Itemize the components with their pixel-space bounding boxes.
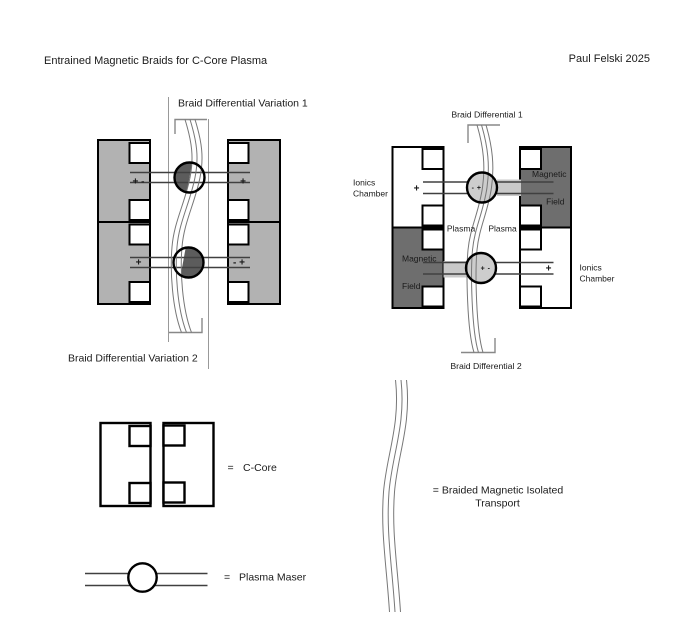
magnetic-field-label: Magnetic: [402, 254, 437, 264]
core-notch: [519, 148, 542, 170]
legend-braid-symbol: [382, 379, 409, 613]
core-notch: [128, 281, 151, 303]
magnetic-field-label: Magnetic: [532, 169, 567, 179]
braid-top-bracket: [174, 118, 207, 134]
core-notch: [421, 285, 445, 308]
magnetic-braid: [170, 119, 203, 333]
magnetic-field-label: Field: [402, 281, 421, 291]
core-notch: [519, 228, 542, 251]
ionics-chamber-left-label: Ionics: [353, 178, 375, 188]
ionics-chamber-left-label: Chamber: [353, 189, 388, 199]
ionics-chamber-right-label: Chamber: [580, 274, 615, 284]
core-notch: [227, 223, 250, 246]
c-core-blocks: [97, 139, 281, 305]
braid-top-bracket: [467, 124, 500, 143]
core-notch: [227, 142, 250, 164]
polarity-label: +: [240, 177, 246, 188]
core-notch: [162, 481, 186, 504]
polarity-label: +: [414, 184, 420, 195]
braid-bottom-bracket: [169, 318, 203, 334]
core-notch: [128, 223, 151, 246]
polarity-label: - +: [233, 258, 245, 269]
core-notch: [128, 199, 151, 221]
core-notch: [421, 228, 445, 251]
maser-polarity-label: + -: [481, 266, 491, 273]
braid-differential-2-label: Braid Differential 2: [450, 361, 521, 371]
braid-legend-label: = Braided Magnetic Isolated: [433, 485, 564, 497]
equals-sign: =: [224, 572, 230, 584]
page-title: Entrained Magnetic Braids for C-Core Pla…: [44, 55, 268, 67]
variation-2-label: Braid Differential Variation 2: [68, 353, 198, 365]
core-notch: [128, 424, 152, 448]
ionics-chamber-right-label: Ionics: [580, 263, 602, 273]
plasma-label: Plasma: [447, 224, 476, 234]
legend: = C-Core = Plasma Maser = Braided Magnet…: [85, 379, 564, 613]
braid-legend-label: Transport: [475, 498, 520, 510]
variation-diagram: + - + + - + Braid Differential Variation…: [68, 97, 308, 369]
equals-sign: =: [228, 462, 234, 474]
field-band-bottom: [443, 261, 467, 278]
field-band-top: [497, 179, 521, 196]
plasma-maser-legend-label: Plasma Maser: [239, 572, 307, 584]
legend-c-core-symbol: [99, 421, 215, 508]
core-notch: [227, 199, 250, 221]
plasma-label: Plasma: [488, 224, 517, 234]
maser-circle: [127, 562, 158, 593]
braid-differential-1-label: Braid Differential 1: [451, 110, 522, 120]
maser-polarity-label: - +: [472, 185, 482, 192]
core-notch: [162, 424, 186, 447]
core-notch: [421, 204, 445, 227]
polarity-label: + -: [133, 177, 145, 188]
maser-bottom-fill: [466, 253, 496, 283]
magnetic-braid: [466, 124, 494, 353]
polarity-label: +: [136, 258, 142, 269]
maser-top-outline: [173, 161, 206, 194]
legend-plasma-maser-symbol: [85, 562, 208, 593]
maser-bottom-outline: [172, 246, 205, 279]
core-notch: [128, 142, 151, 164]
core-notch: [421, 148, 445, 170]
polarity-label: +: [546, 264, 552, 275]
braid-bottom-bracket: [461, 338, 496, 354]
c-core-legend-label: C-Core: [243, 462, 277, 474]
magnetic-field-label: Field: [546, 197, 565, 207]
core-notch: [519, 204, 542, 227]
maser-bottom-dark-half: [180, 248, 203, 277]
chamber-diagram: - + + - Braid Differential 1 Braid Diffe…: [353, 110, 615, 372]
core-notch: [519, 285, 542, 308]
core-notch: [128, 481, 152, 505]
core-notch: [227, 281, 250, 303]
author-credit: Paul Felski 2025: [569, 53, 650, 65]
maser-top-outline: [465, 171, 499, 204]
maser-bottom-outline: [464, 251, 498, 285]
variation-1-label: Braid Differential Variation 1: [178, 98, 308, 110]
